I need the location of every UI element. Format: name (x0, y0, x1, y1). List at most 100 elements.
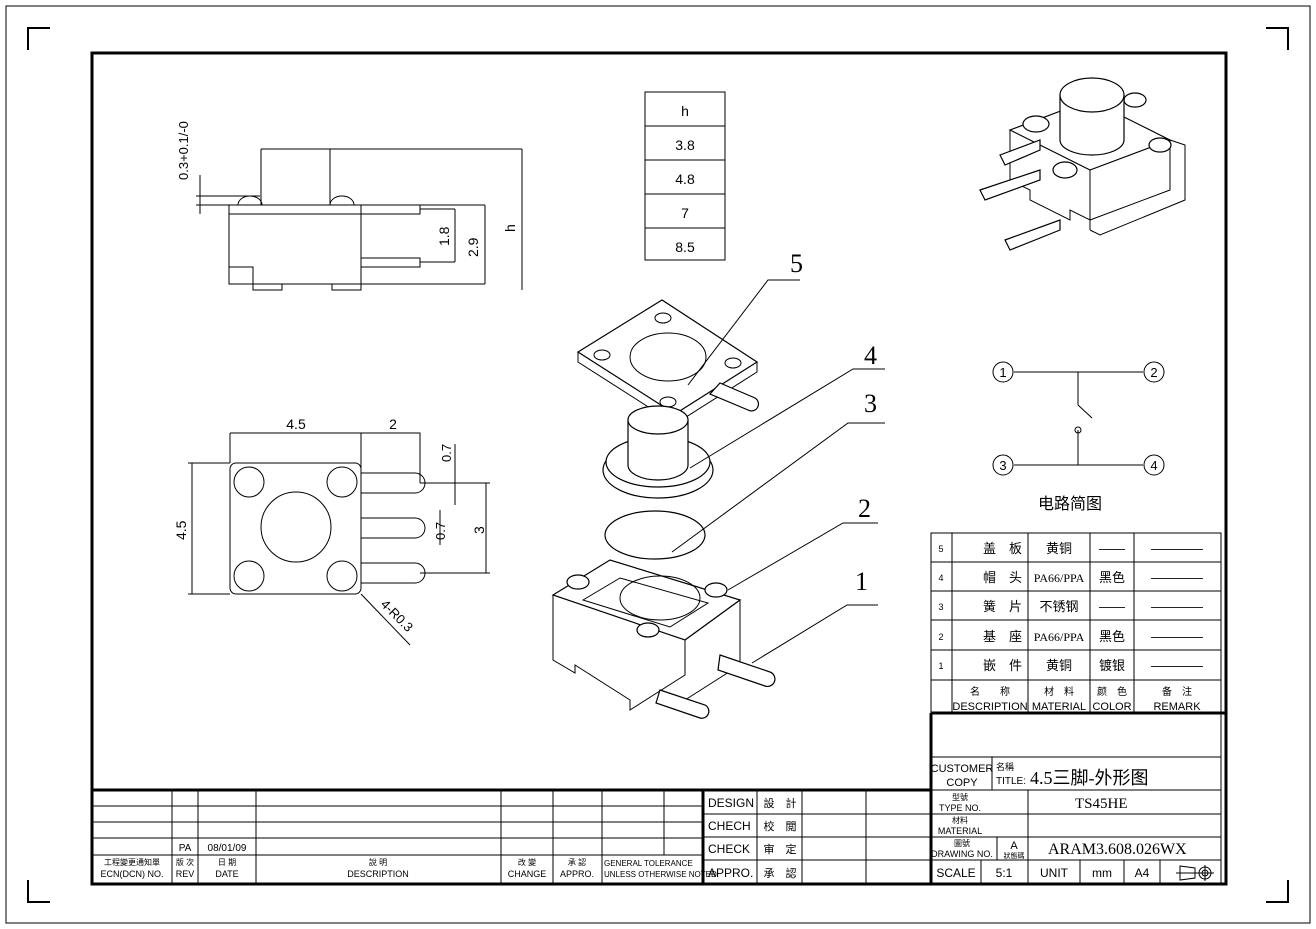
header-change-cn: 改 變 (518, 857, 536, 867)
dim-height: 4.5 (173, 520, 189, 540)
dim-1-8: 1.8 (436, 226, 452, 246)
height-value: 8.5 (675, 239, 695, 255)
bom-material: PA66/PPA (1034, 630, 1085, 644)
bom-header-desc: DESCRIPTION (952, 701, 1027, 713)
bom-header-desc-cn: 名 称 (970, 685, 1010, 698)
balloon-1: 1 (855, 567, 868, 596)
bom-name: 基 座 (983, 629, 1022, 644)
approval-check-cn: 审 定 (764, 842, 797, 856)
approval-check: CHECK (708, 842, 750, 856)
approval-appro-cn: 承 認 (764, 866, 797, 880)
revision-rev: PA (179, 843, 192, 854)
bom-no: 1 (938, 661, 943, 671)
bom-remark: ———— (1151, 658, 1203, 673)
dim-radius: 4-R0.3 (378, 597, 416, 635)
type-label-cn: 型號 (952, 792, 968, 802)
header-appro: APPRO. (560, 869, 594, 879)
header-desc: DESCRIPTION (347, 869, 409, 879)
unit-label: UNIT (1040, 866, 1069, 880)
bom-color: —— (1099, 599, 1125, 614)
circuit-pin-2: 2 (1150, 365, 1157, 380)
drawing-no-label-cn: 圖號 (954, 838, 970, 848)
bom-header-remark-cn: 备 注 (1162, 685, 1192, 698)
unit-value: mm (1092, 866, 1112, 880)
exploded-view: 5 4 3 2 1 (551, 249, 885, 719)
approval-chech: CHECH (708, 819, 751, 833)
circuit-pin-1: 1 (999, 365, 1006, 380)
projection-symbol-icon (1176, 865, 1214, 881)
dim-h: h (502, 224, 518, 232)
height-table-header: h (681, 103, 689, 119)
title-label-cn: 名稱 (996, 761, 1014, 772)
bom-table: 5 盖 板 黄铜 —— ———— 4 帽 头 PA66/PPA 黑色 ———— … (930, 532, 1222, 714)
bom-color: —— (1099, 541, 1125, 556)
header-rev-cn: 版 次 (176, 857, 194, 867)
bom-remark: ———— (1151, 629, 1203, 644)
bom-material: 黄铜 (1046, 541, 1072, 556)
bom-header-remark: REMARK (1153, 701, 1201, 713)
bom-remark: ———— (1151, 541, 1203, 556)
bom-header-material-cn: 材 料 (1044, 685, 1074, 698)
bom-name: 嵌 件 (983, 658, 1022, 673)
drawing-no-label: DRAWING NO. (931, 849, 993, 859)
bom-no: 3 (938, 602, 943, 612)
bom-name: 盖 板 (983, 541, 1022, 556)
customer-label: CUSTOMER (931, 763, 994, 775)
isometric-view (979, 77, 1186, 251)
revision-date: 08/01/09 (208, 843, 247, 854)
bom-color: 镀银 (1099, 658, 1125, 673)
balloon-3: 3 (864, 389, 877, 418)
title-label: TITLE: (996, 776, 1026, 787)
circuit-pin-3: 3 (999, 458, 1006, 473)
drawing-title: 4.5三脚-外形图 (1030, 768, 1149, 788)
general-tolerance: GENERAL TOLERANCE (604, 859, 693, 868)
height-table: h 3.8 4.8 7 8.5 (644, 91, 726, 261)
header-ecn: ECN(DCN) NO. (101, 869, 164, 879)
side-view: 0.3+0.1/-0 1.8 2.9 h (176, 121, 523, 291)
copy-label: COPY (946, 777, 978, 789)
bom-no: 2 (938, 632, 943, 642)
bom-remark: ———— (1151, 570, 1203, 585)
bom-name: 簧 片 (983, 599, 1022, 614)
bom-no: 4 (938, 573, 943, 583)
dim-top-tolerance: 0.3+0.1/-0 (176, 121, 191, 180)
dim-pin-length: 2 (389, 416, 397, 432)
drawing-border (90, 51, 1228, 886)
approval-chech-cn: 校 閲 (764, 819, 797, 833)
title-block: CUSTOMER COPY 名稱 TITLE: 4.5三脚-外形图 型號 TYP… (929, 711, 1226, 884)
unless-noted: UNLESS OTHERWISE NOTED (604, 870, 717, 879)
outer-frame (5, 5, 1311, 924)
drawing-number: ARAM3.608.026WX (1048, 841, 1187, 858)
material-label-cn: 材料 (952, 815, 968, 825)
circuit-caption: 电路简图 (1038, 495, 1102, 513)
revision-block: PA 08/01/09 工程變更通知單 版 次 日 期 說 明 改 變 承 認 … (92, 788, 717, 884)
state-code: A (1010, 840, 1018, 852)
bom-header-color: COLOR (1092, 701, 1131, 713)
material-label: MATERIAL (938, 826, 982, 836)
dim-width: 4.5 (286, 416, 306, 432)
balloon-2: 2 (858, 494, 871, 523)
balloon-5: 5 (790, 249, 803, 278)
bom-color: 黑色 (1099, 629, 1125, 644)
header-appro-cn: 承 認 (568, 857, 586, 867)
header-ecn-cn: 工程變更通知單 (104, 857, 160, 867)
balloon-4: 4 (864, 341, 877, 370)
header-change: CHANGE (508, 869, 547, 879)
height-value: 7 (681, 205, 689, 221)
approval-appro: APPRO. (708, 866, 753, 880)
scale-label: SCALE (936, 866, 975, 880)
circuit-diagram: 1 2 3 4 电路简图 (992, 361, 1165, 513)
paper-size: A4 (1135, 866, 1150, 880)
bom-color: 黑色 (1099, 570, 1125, 585)
scale-value: 5:1 (996, 866, 1013, 880)
dim-pin-gap: 0.7 (433, 522, 448, 540)
dim-pin-width: 0.7 (439, 444, 454, 462)
approval-design: DESIGN (708, 796, 754, 810)
type-label: TYPE NO. (939, 803, 981, 813)
approval-design-cn: 設 計 (764, 796, 797, 810)
height-value: 3.8 (675, 137, 695, 153)
bom-name: 帽 头 (983, 570, 1022, 585)
bom-no: 5 (938, 544, 943, 554)
header-date: DATE (215, 869, 238, 879)
dim-pitch: 3 (471, 526, 487, 534)
